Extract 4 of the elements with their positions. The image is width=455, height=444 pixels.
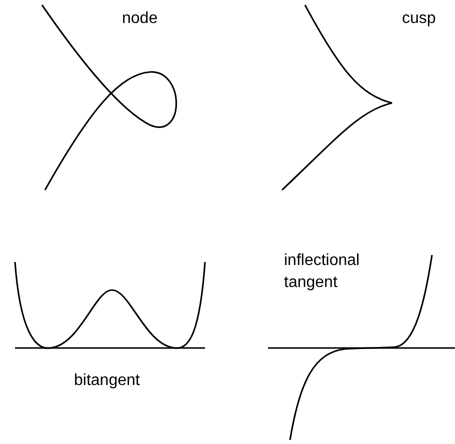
curve-label: inflectional tangent bbox=[284, 251, 361, 293]
curve-label: bitangent bbox=[74, 371, 141, 391]
curve-label: node bbox=[122, 9, 159, 29]
curve-label: cusp bbox=[402, 9, 437, 29]
